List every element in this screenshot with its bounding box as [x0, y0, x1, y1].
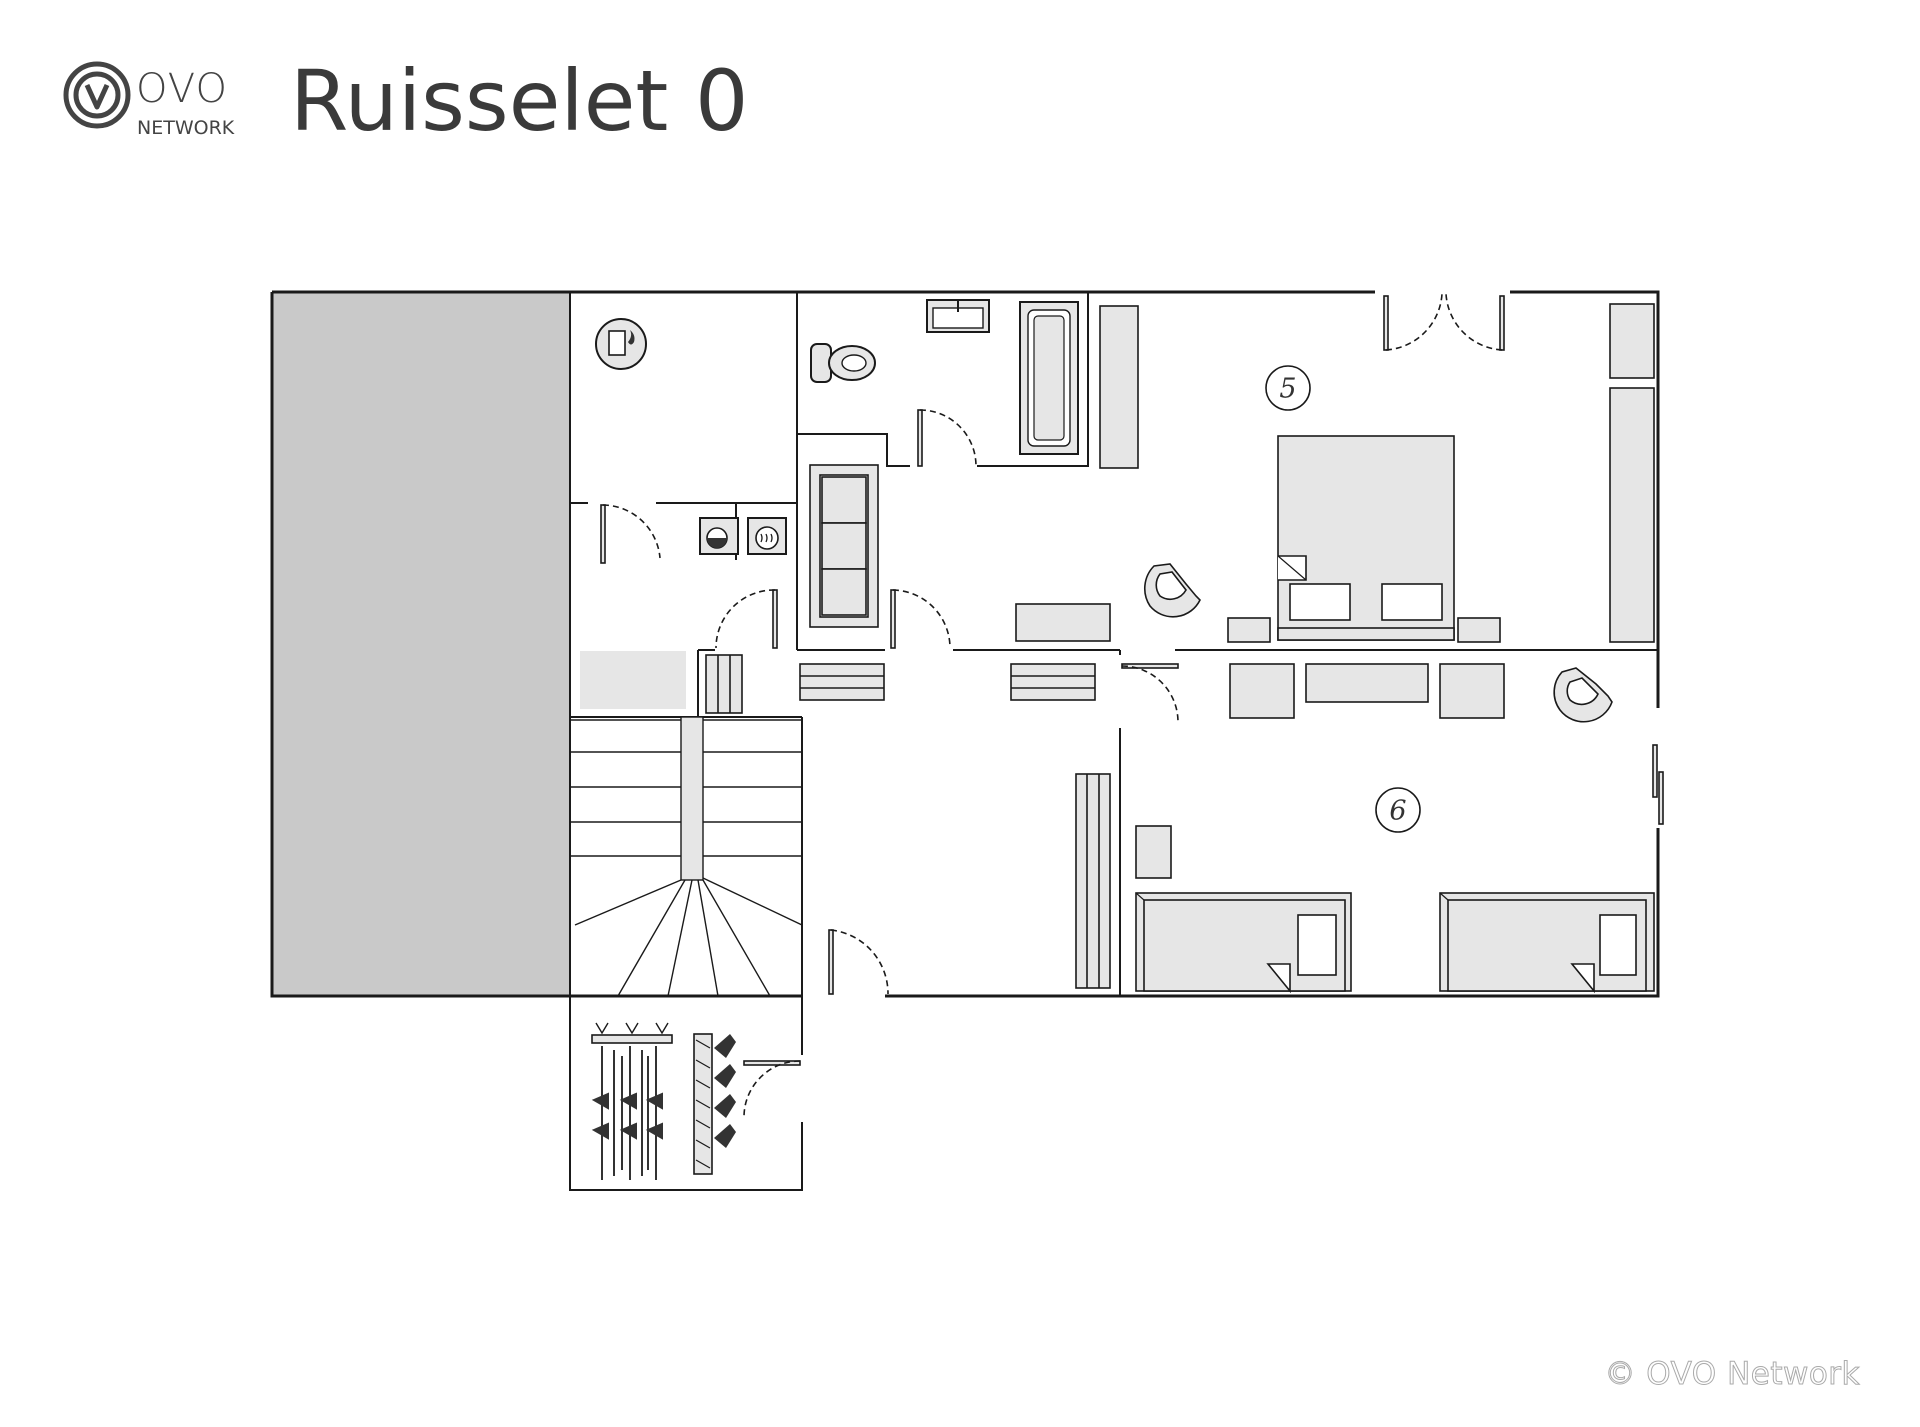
dryer-icon	[747, 517, 787, 555]
room-6-marker	[1375, 787, 1421, 833]
radiators	[705, 654, 1111, 989]
ski-rack-icon	[591, 1022, 673, 1180]
single-bed-icon	[1135, 892, 1352, 994]
cabinet	[1609, 303, 1655, 379]
cabinet	[1439, 663, 1505, 719]
armchair-icon	[1143, 563, 1201, 618]
armchair-icon	[1553, 667, 1613, 723]
page-title: Ruisselet 0	[290, 52, 749, 150]
nightstand	[1135, 825, 1172, 879]
washing-machine-icon	[699, 517, 739, 555]
bench	[1015, 603, 1111, 642]
logo-brand: OVO	[136, 66, 228, 112]
room-label-6: 6	[1389, 796, 1406, 827]
single-bed-icon	[1439, 892, 1655, 994]
nightstand	[1457, 617, 1501, 643]
room-label-5: 5	[1279, 374, 1296, 405]
walls	[270, 290, 1660, 1191]
boiler-icon	[595, 318, 647, 370]
wardrobe	[1099, 305, 1139, 469]
storage-cabinet	[580, 651, 686, 709]
toilet-icon	[810, 343, 876, 383]
bathtub-icon	[1019, 301, 1079, 455]
cabinet	[1229, 663, 1295, 719]
room-5-furniture	[1015, 303, 1655, 643]
unused-area	[272, 292, 570, 996]
desk	[1305, 663, 1429, 703]
nightstand	[1227, 617, 1271, 643]
logo-sub: NETWORK	[137, 117, 235, 139]
room-5-marker	[1265, 365, 1311, 411]
ovo-logo-icon	[63, 61, 131, 129]
boot-rack-icon	[693, 1033, 736, 1175]
wardrobe	[1609, 387, 1655, 643]
sink-icon	[926, 299, 990, 333]
ovo-network-logo: OVO NETWORK	[62, 60, 242, 140]
sofa-icon	[809, 464, 879, 628]
doors	[600, 293, 1664, 1118]
double-bed-icon	[1277, 435, 1455, 641]
staircase-icon	[570, 716, 803, 997]
copyright: © OVO Network	[1604, 1356, 1860, 1393]
room-6-furniture	[1135, 663, 1505, 879]
